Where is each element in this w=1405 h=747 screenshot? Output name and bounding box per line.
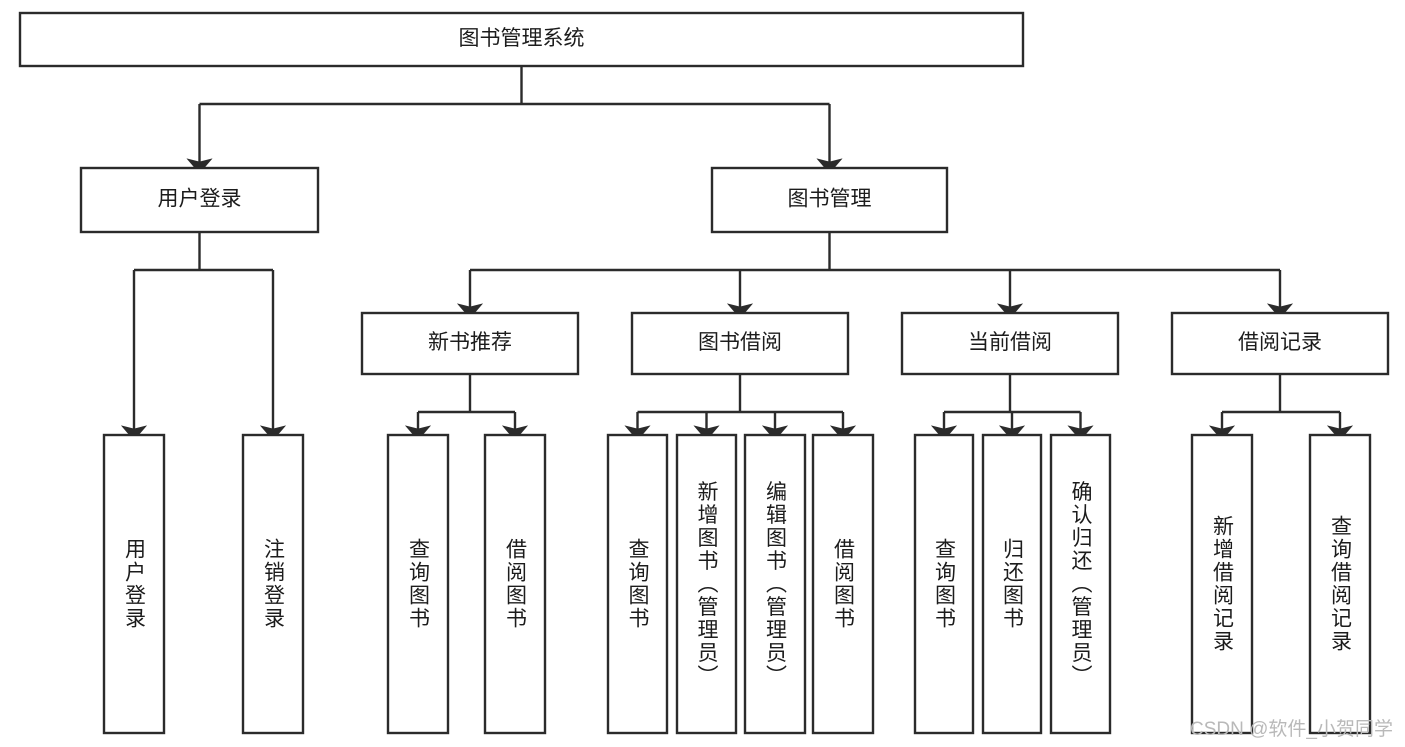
node-leaf-3-rect[interactable] [483, 433, 547, 735]
node-leaf-9[interactable]: 归还图书 [981, 433, 1043, 735]
node-leaf-4-rect[interactable] [606, 433, 669, 735]
node-level3-3-rect[interactable] [1170, 311, 1390, 376]
node-leaf-12-rect[interactable] [1308, 433, 1372, 735]
node-leaf-6-label: 编辑图书（管理员） [764, 481, 788, 688]
node-leaf-5-label: 新增图书（管理员） [695, 481, 719, 688]
node-level3-1-label: 图书借阅 [698, 331, 782, 354]
node-leaf-6[interactable]: 编辑图书（管理员） [743, 433, 807, 735]
node-leaf-3-label: 借阅图书 [504, 538, 528, 630]
node-leaf-0-rect[interactable] [102, 433, 166, 735]
node-level3-2-label: 当前借阅 [968, 331, 1052, 354]
node-leaf-5-rect[interactable] [675, 433, 738, 735]
node-leaf-1[interactable]: 注销登录 [241, 433, 305, 735]
node-leaf-0[interactable]: 用户登录 [102, 433, 166, 735]
node-level3-3[interactable]: 借阅记录 [1170, 311, 1390, 376]
node-leaf-1-rect[interactable] [241, 433, 305, 735]
node-leaf-0-label: 用户登录 [123, 538, 147, 630]
node-leaf-8-label: 查询图书 [933, 538, 957, 630]
node-leaf-12-label: 查询借阅记录 [1329, 515, 1353, 653]
node-leaf-7-rect[interactable] [811, 433, 875, 735]
node-level2-1[interactable]: 图书管理 [710, 166, 949, 234]
node-level3-1[interactable]: 图书借阅 [630, 311, 850, 376]
node-leaf-11-label: 新增借阅记录 [1211, 515, 1235, 653]
node-level2-0-label: 用户登录 [158, 188, 242, 211]
node-leaf-10-label: 确认归还（管理员） [1069, 481, 1093, 688]
node-level2-0-rect[interactable] [79, 166, 320, 234]
node-leaf-2[interactable]: 查询图书 [386, 433, 450, 735]
node-leaf-9-label: 归还图书 [1001, 538, 1025, 630]
node-level2-1-rect[interactable] [710, 166, 949, 234]
node-level3-3-label: 借阅记录 [1238, 331, 1322, 354]
node-root-label: 图书管理系统 [459, 27, 585, 50]
node-leaf-12[interactable]: 查询借阅记录 [1308, 433, 1372, 735]
node-level2-0[interactable]: 用户登录 [79, 166, 320, 234]
node-leaf-7[interactable]: 借阅图书 [811, 433, 875, 735]
node-leaf-2-rect[interactable] [386, 433, 450, 735]
node-level3-2[interactable]: 当前借阅 [900, 311, 1120, 376]
node-leaf-4-label: 查询图书 [626, 538, 650, 630]
node-leaf-4[interactable]: 查询图书 [606, 433, 669, 735]
node-leaf-11[interactable]: 新增借阅记录 [1190, 433, 1254, 735]
node-root[interactable]: 图书管理系统 [18, 11, 1025, 68]
connector-layer [120, 66, 1354, 441]
node-level2-1-label: 图书管理 [788, 188, 872, 211]
node-leaf-6-rect[interactable] [743, 433, 807, 735]
node-leaf-10-rect[interactable] [1049, 433, 1112, 735]
node-leaf-5[interactable]: 新增图书（管理员） [675, 433, 738, 735]
node-leaf-7-label: 借阅图书 [832, 538, 856, 630]
node-leaf-8[interactable]: 查询图书 [913, 433, 975, 735]
node-root-rect[interactable] [18, 11, 1025, 68]
node-leaf-3[interactable]: 借阅图书 [483, 433, 547, 735]
node-leaf-1-label: 注销登录 [262, 538, 286, 630]
node-level3-0[interactable]: 新书推荐 [360, 311, 580, 376]
node-level3-0-label: 新书推荐 [428, 331, 512, 354]
node-layer: 图书管理系统用户登录图书管理新书推荐图书借阅当前借阅借阅记录用户登录注销登录查询… [18, 11, 1390, 735]
node-leaf-2-label: 查询图书 [407, 538, 431, 630]
node-level3-0-rect[interactable] [360, 311, 580, 376]
node-leaf-11-rect[interactable] [1190, 433, 1254, 735]
node-level3-2-rect[interactable] [900, 311, 1120, 376]
node-leaf-8-rect[interactable] [913, 433, 975, 735]
node-level3-1-rect[interactable] [630, 311, 850, 376]
node-leaf-10[interactable]: 确认归还（管理员） [1049, 433, 1112, 735]
node-leaf-9-rect[interactable] [981, 433, 1043, 735]
